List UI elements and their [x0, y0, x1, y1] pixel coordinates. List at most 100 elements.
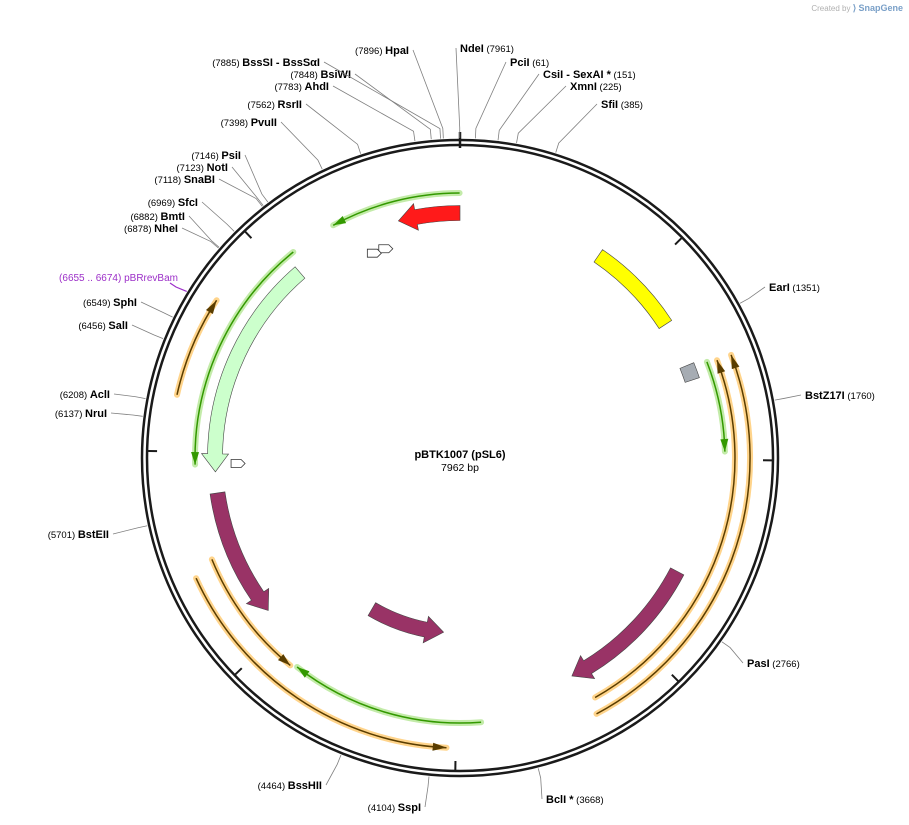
enzyme-label-bsshii: (4464) BssHII — [258, 780, 322, 792]
enzyme-label-ahdi: (7783) AhdI — [274, 81, 329, 93]
enzyme-label-xmni: XmnI (225) — [570, 81, 622, 93]
enzyme-label-rsrii: (7562) RsrII — [247, 99, 302, 111]
primer-label: (6655 .. 6674) pBRrevBam — [59, 273, 178, 284]
enzyme-name: HpaI — [385, 45, 409, 57]
orange-orf-arrow — [596, 354, 751, 715]
tick-mark — [674, 237, 683, 246]
orf-arrows — [176, 192, 751, 751]
enzyme-label-psii: (7146) PsiI — [191, 150, 241, 162]
enzyme-leader — [412, 49, 444, 139]
enzyme-label-eari: EarI (1351) — [769, 282, 820, 294]
green-orf-arrow-head — [297, 667, 310, 678]
enzyme-position: (6137) — [55, 409, 85, 420]
enzyme-leader — [774, 394, 802, 401]
enzyme-name: NheI — [154, 223, 178, 235]
enzyme-position: (2766) — [770, 659, 800, 670]
enzyme-name: AclI — [90, 389, 110, 401]
enzyme-position: (7398) — [221, 118, 251, 129]
enzyme-position: (4104) — [368, 803, 398, 814]
enzyme-extra: - BssSαI — [273, 57, 320, 69]
enzyme-label-bmti: (6882) BmtI — [130, 211, 185, 223]
primer: (6655 .. 6674) pBRrevBam — [59, 273, 187, 293]
enzyme-name: NotI — [207, 162, 228, 174]
enzyme-position: (4464) — [258, 781, 288, 792]
enzyme-position: (6969) — [148, 198, 178, 209]
enzyme-leader — [112, 525, 148, 535]
enzyme-sites: NdeI (7961)PciI (61)CsiI - SexAI * (151)… — [48, 43, 875, 814]
credit-prefix: Created by — [811, 4, 851, 13]
enzyme-name: BssHII — [288, 780, 322, 792]
green-orf-arrow — [296, 666, 482, 724]
enzyme-label-csii: CsiI - SexAI * (151) — [543, 69, 636, 81]
terminator-tonb — [230, 459, 246, 468]
credit-brand: SnapGene — [858, 3, 903, 13]
enzyme-leader — [354, 73, 432, 140]
plasmid-length: 7962 bp — [441, 462, 479, 474]
tick-mark — [244, 230, 253, 239]
plasmid-name: pBTK1007 (pSL6) — [414, 449, 505, 461]
enzyme-name: PvuII — [251, 117, 277, 129]
enzyme-name: SnaBI — [184, 174, 215, 186]
enzyme-label-bcli: BclI * (3668) — [546, 794, 604, 806]
enzyme-leader — [474, 61, 507, 139]
enzyme-leader — [113, 393, 146, 400]
feature-mrfp1 — [397, 203, 461, 231]
enzyme-name: EarI — [769, 282, 790, 294]
enzyme-position: (6549) — [83, 298, 113, 309]
enzyme-name: BsiWI — [320, 69, 351, 81]
enzyme-name: PasI — [747, 658, 770, 670]
enzyme-position: (7961) — [484, 44, 514, 55]
terminator-rrnb — [378, 244, 394, 254]
enzyme-name: BclI * — [546, 794, 574, 806]
enzyme-name: SfiI — [601, 99, 618, 111]
enzyme-name: NruI — [85, 408, 107, 420]
enzyme-leader — [181, 227, 219, 249]
enzyme-leader — [244, 154, 269, 203]
enzyme-leader — [516, 85, 567, 144]
enzyme-label-sfci: (6969) SfcI — [148, 197, 198, 209]
enzyme-label-sfii: SfiI (385) — [601, 99, 643, 111]
enzyme-label-nhei: (6878) NheI — [124, 223, 178, 235]
ticks — [148, 230, 772, 770]
enzyme-position: (225) — [597, 82, 622, 93]
enzyme-leader — [131, 324, 164, 339]
feature-repc — [209, 491, 270, 611]
enzyme-leader — [325, 754, 342, 786]
enzyme-leader — [555, 103, 598, 153]
orange-orf-arrow-head — [432, 742, 447, 751]
enzyme-leader — [332, 85, 416, 142]
enzyme-label-ndei: NdeI (7961) — [460, 43, 514, 55]
enzyme-position: (7123) — [177, 163, 207, 174]
enzyme-name: SfcI — [178, 197, 198, 209]
green-orf-arrow-head — [191, 451, 200, 465]
enzyme-position: (7848) — [290, 70, 320, 81]
green-orf-arrow — [332, 192, 460, 226]
enzyme-leader — [140, 301, 173, 318]
enzyme-position: (61) — [530, 58, 550, 69]
orange-orf-arrow-head — [731, 354, 740, 370]
tick-mark — [671, 673, 679, 682]
enzyme-leader — [497, 73, 540, 141]
enzyme-position: (7118) — [154, 175, 183, 186]
enzyme-label-bstz17i: BstZ17I (1760) — [805, 390, 875, 402]
orange-orf-arrow-head — [205, 300, 217, 315]
enzyme-position: (1760) — [845, 391, 875, 402]
enzyme-name: CsiI — [543, 69, 563, 81]
feature-repb — [571, 567, 685, 680]
backbone — [140, 132, 780, 778]
enzyme-label-snabi: (7118) SnaBI — [154, 174, 215, 186]
feature-tcr — [200, 266, 306, 473]
orange-orf-arrow-head — [277, 654, 291, 666]
feature-repa — [367, 602, 445, 644]
enzyme-position: (6208) — [60, 390, 90, 401]
enzyme-label-bsiwi: (7848) BsiWI — [290, 69, 351, 81]
enzyme-name: PsiI — [221, 150, 241, 162]
center-info: pBTK1007 (pSL6) 7962 bp — [414, 449, 505, 474]
enzyme-leader — [305, 103, 362, 154]
enzyme-label-acli: (6208) AclI — [60, 389, 110, 401]
enzyme-name: XmnI — [570, 81, 597, 93]
enzyme-leader — [110, 412, 143, 417]
primer-arrow — [169, 282, 187, 293]
feature-oriv — [593, 249, 673, 329]
